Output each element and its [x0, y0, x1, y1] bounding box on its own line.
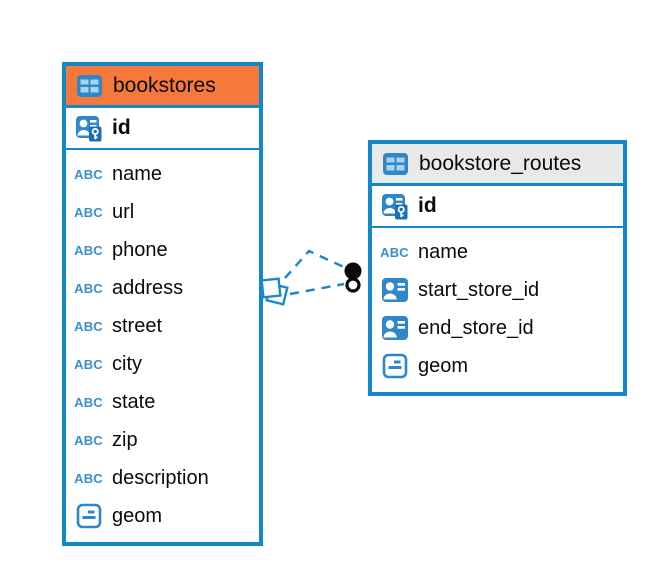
column-row-phone[interactable]: ABC phone: [66, 231, 259, 269]
relation-line-upper[interactable]: [284, 249, 347, 279]
column-name: name: [418, 240, 469, 263]
column-row-start-store-id[interactable]: start_store_id: [372, 271, 623, 309]
column-name: city: [112, 352, 142, 375]
table-icon: [381, 152, 410, 176]
column-row-end-store-id[interactable]: end_store_id: [372, 309, 623, 347]
geometry-icon: [74, 503, 103, 529]
text-abc-icon: ABC: [74, 432, 103, 448]
text-abc-icon: ABC: [380, 244, 409, 260]
text-abc-icon: ABC: [74, 394, 103, 410]
text-abc-icon: ABC: [74, 242, 103, 258]
column-row-address[interactable]: ABC address: [66, 269, 259, 307]
column-row-url[interactable]: ABC url: [66, 193, 259, 231]
text-abc-icon: ABC: [74, 204, 103, 220]
relation-endpoint-dot-icon[interactable]: [344, 262, 362, 293]
column-row-city[interactable]: ABC city: [66, 345, 259, 383]
column-name: id: [112, 116, 131, 139]
column-list: ABC name start_store_id: [372, 228, 623, 392]
table-icon: [75, 74, 104, 98]
primary-key-icon: [74, 114, 103, 142]
column-name: end_store_id: [418, 316, 534, 339]
column-name: state: [112, 390, 156, 413]
relation-line-lower[interactable]: [289, 282, 345, 296]
column-name: phone: [112, 238, 168, 261]
column-name: id: [418, 194, 437, 217]
column-name: url: [112, 200, 135, 223]
primary-key-icon: [380, 192, 409, 220]
column-row-state[interactable]: ABC state: [66, 383, 259, 421]
column-row-geom[interactable]: geom: [66, 497, 259, 535]
column-name: geom: [418, 354, 469, 377]
table-title: bookstore_routes: [419, 151, 582, 175]
column-row-name[interactable]: ABC name: [372, 233, 623, 271]
column-name: address: [112, 276, 184, 299]
column-name: description: [112, 466, 209, 489]
column-row-zip[interactable]: ABC zip: [66, 421, 259, 459]
column-row-description[interactable]: ABC description: [66, 459, 259, 497]
geometry-icon: [380, 353, 409, 379]
column-name: start_store_id: [418, 278, 540, 301]
text-abc-icon: ABC: [74, 318, 103, 334]
column-row-id[interactable]: id: [66, 108, 259, 150]
column-row-geom[interactable]: geom: [372, 347, 623, 385]
table-bookstore-routes[interactable]: bookstore_routes id ABC: [368, 140, 627, 396]
column-name: geom: [112, 504, 163, 527]
column-row-id[interactable]: id: [372, 186, 623, 228]
column-name: name: [112, 162, 163, 185]
table-bookstores-header[interactable]: bookstores: [66, 66, 259, 108]
column-row-street[interactable]: ABC street: [66, 307, 259, 345]
column-name: zip: [112, 428, 138, 451]
relation-squares-marker-icon[interactable]: [260, 277, 289, 306]
table-bookstore-routes-header[interactable]: bookstore_routes: [372, 144, 623, 186]
text-abc-icon: ABC: [74, 280, 103, 296]
column-row-name[interactable]: ABC name: [66, 155, 259, 193]
column-name: street: [112, 314, 163, 337]
text-abc-icon: ABC: [74, 356, 103, 372]
table-bookstores[interactable]: bookstores id ABC: [62, 62, 263, 546]
text-abc-icon: ABC: [74, 166, 103, 182]
text-abc-icon: ABC: [74, 470, 103, 486]
column-list: ABC name ABC url ABC phone ABC address A…: [66, 150, 259, 542]
reference-icon: [380, 315, 409, 341]
table-title: bookstores: [113, 73, 216, 97]
reference-icon: [380, 277, 409, 303]
